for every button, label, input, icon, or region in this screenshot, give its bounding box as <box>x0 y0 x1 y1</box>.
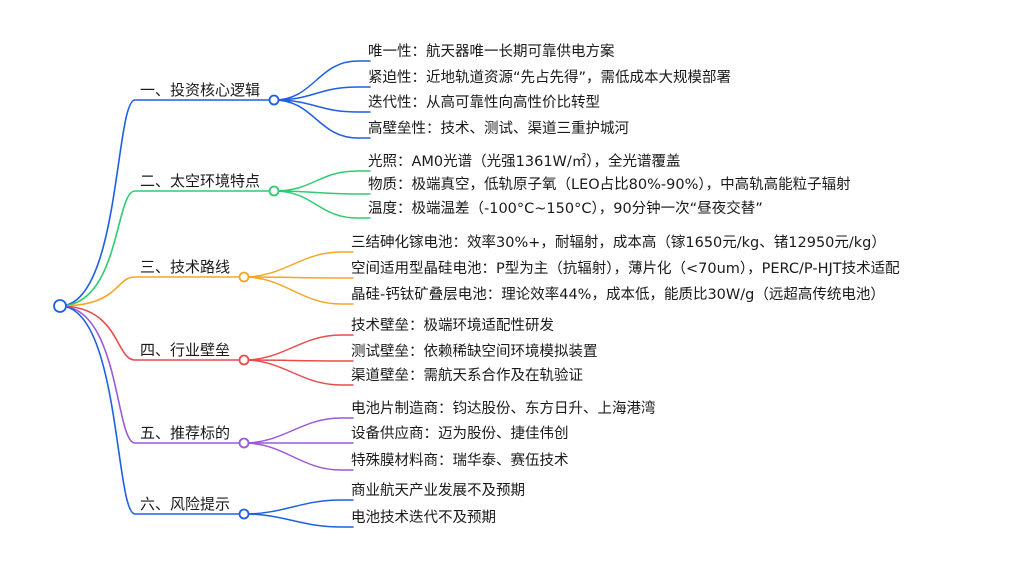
leaf-label-3-2: 空间适用型晶硅电池：P型为主（抗辐射），薄片化（<70um），PERC/P-HJ… <box>351 261 900 277</box>
leaf-label-4-3: 渠道壁垒：需航天系合作及在轨验证 <box>351 368 583 384</box>
branch-collapse-toggle-4[interactable] <box>238 354 250 366</box>
leaf-label-1-1: 唯一性：航天器唯一长期可靠供电方案 <box>368 44 615 60</box>
root-node[interactable] <box>53 299 67 313</box>
leaf-label-5-2: 设备供应商：迈为股份、捷佳伟创 <box>351 426 569 442</box>
leaf-label-6-2: 电池技术迭代不及预期 <box>351 510 496 526</box>
branch-label-6[interactable]: 六、风险提示 <box>140 495 231 513</box>
branch-connector-3 <box>59 276 241 307</box>
leaf-label-2-3: 温度：极端温差（-100°C~150°C），90分钟一次“昼夜交替” <box>368 201 763 217</box>
branch-collapse-toggle-1[interactable] <box>268 94 280 106</box>
leaf-connectors-1 <box>273 60 371 139</box>
leaf-label-1-4: 高壁垒性：技术、测试、渠道三重护城河 <box>368 121 629 137</box>
branch-connector-6 <box>59 305 241 515</box>
branch-label-4[interactable]: 四、行业壁垒 <box>140 341 231 359</box>
leaf-label-3-3: 晶硅-钙钛矿叠层电池：理论效率44%，成本低，能质比30W/g（远超高传统电池） <box>351 287 885 303</box>
branch-label-5[interactable]: 五、推荐标的 <box>140 424 231 442</box>
leaf-label-3-1: 三结砷化镓电池：效率30%+，耐辐射，成本高（镓1650元/kg、锗12950元… <box>351 235 886 251</box>
branch-connector-1 <box>59 99 271 307</box>
branch-connector-2 <box>59 190 271 307</box>
branch-collapse-toggle-3[interactable] <box>238 271 250 283</box>
leaf-label-6-1: 商业航天产业发展不及预期 <box>351 483 525 499</box>
leaf-label-5-1: 电池片制造商：钧达股份、东方日升、上海港湾 <box>351 401 656 417</box>
branch-connector-5 <box>59 305 241 444</box>
leaf-connectors-5 <box>243 417 354 471</box>
leaf-label-4-1: 技术壁垒：极端环境适配性研发 <box>351 318 554 334</box>
branch-label-3[interactable]: 三、技术路线 <box>140 258 231 276</box>
leaf-connectors-3 <box>243 251 354 305</box>
leaf-label-1-3: 迭代性：从高可靠性向高性价比转型 <box>368 95 600 111</box>
branch-collapse-toggle-6[interactable] <box>238 508 250 520</box>
branch-label-1[interactable]: 一、投资核心逻辑 <box>140 81 261 99</box>
leaf-label-2-1: 光照：AM0光谱（光强1361W/㎡），全光谱覆盖 <box>368 154 681 170</box>
leaf-label-1-2: 紧迫性：近地轨道资源“先占先得”，需低成本大规模部署 <box>368 70 732 86</box>
leaf-label-4-2: 测试壁垒：依赖稀缺空间环境模拟装置 <box>351 344 598 360</box>
branch-collapse-toggle-5[interactable] <box>238 437 250 449</box>
leaf-connectors-4 <box>243 334 354 386</box>
branch-connector-4 <box>59 305 241 361</box>
branch-collapse-toggle-2[interactable] <box>268 185 280 197</box>
leaf-connectors-6 <box>243 499 354 528</box>
leaf-label-5-3: 特殊膜材料商：瑞华泰、赛伍技术 <box>351 453 569 469</box>
branch-label-2[interactable]: 二、太空环境特点 <box>140 172 261 190</box>
leaf-connectors-2 <box>273 170 371 219</box>
leaf-label-2-2: 物质：极端真空，低轨原子氧（LEO占比80%-90%），中高轨高能粒子辐射 <box>368 177 851 193</box>
